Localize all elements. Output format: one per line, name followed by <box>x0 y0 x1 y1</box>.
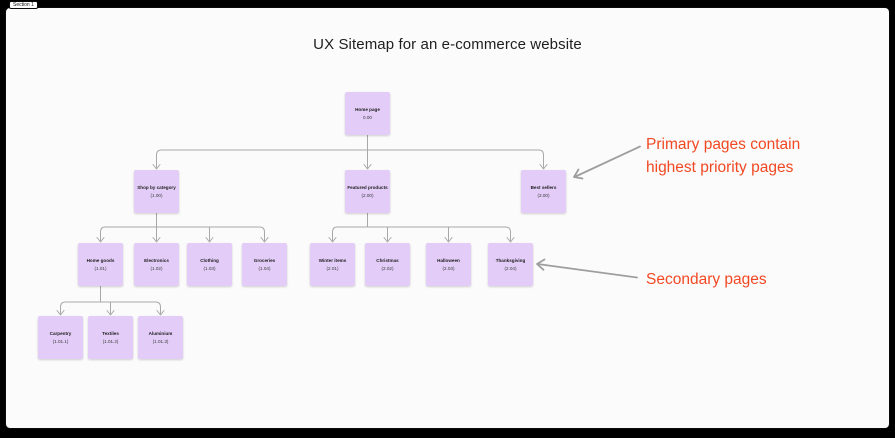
node-clothing[interactable]: Clothing (1.03) <box>187 243 232 286</box>
node-code: (2.04) <box>504 265 517 271</box>
node-code: (2.00) <box>361 192 374 198</box>
node-label: Groceries <box>253 257 276 263</box>
annotation-secondary-pages[interactable]: Secondary pages <box>646 271 767 288</box>
node-shop-by-category[interactable]: Shop by category (1.00) <box>134 170 179 213</box>
node-label: Best sellers <box>530 184 557 190</box>
node-label: Home goods <box>86 257 115 263</box>
node-label: Thanksgiving <box>495 257 526 263</box>
node-aluminium[interactable]: Aluminium (1.01.3) <box>138 316 183 359</box>
node-label: Aluminium <box>148 330 173 336</box>
node-label: Carpentry <box>49 330 72 336</box>
node-halloween[interactable]: Halloween (2.03) <box>426 243 471 286</box>
node-groceries[interactable]: Groceries (1.04) <box>242 243 287 286</box>
node-code: (2.02) <box>381 265 394 271</box>
node-featured-products[interactable]: Featured products (2.00) <box>345 170 390 213</box>
node-christmas[interactable]: Christmas (2.02) <box>365 243 410 286</box>
node-label: Home page <box>355 106 380 112</box>
annotation-primary-pages[interactable]: Primary pages contain highest priority p… <box>646 136 801 176</box>
node-home-page[interactable]: Home page 0.00 <box>345 92 390 135</box>
page-title[interactable]: UX Sitemap for an e-commerce website <box>313 36 582 53</box>
node-code: (2.01) <box>326 265 339 271</box>
node-code: (1.01.1) <box>52 338 69 344</box>
node-code: 0.00 <box>363 114 372 120</box>
node-code: (1.01.2) <box>102 338 119 344</box>
node-label: Winter items <box>318 257 347 263</box>
node-label: Featured products <box>347 184 388 190</box>
node-thanksgiving[interactable]: Thanksgiving (2.04) <box>488 243 533 286</box>
node-home-goods[interactable]: Home goods (1.01) <box>78 243 123 286</box>
node-label: Textiles <box>102 330 119 336</box>
node-code: (1.01) <box>94 265 107 271</box>
node-code: (1.00) <box>150 192 163 198</box>
section-frame <box>5 7 890 429</box>
node-code: (1.03) <box>203 265 216 271</box>
node-code: (1.04) <box>258 265 271 271</box>
node-winter-items[interactable]: Winter items (2.01) <box>310 243 355 286</box>
section-tab[interactable]: Section 1 <box>9 1 38 9</box>
node-carpentry[interactable]: Carpentry (1.01.1) <box>38 316 83 359</box>
node-code: (2.03) <box>442 265 455 271</box>
node-label: Halloween <box>437 257 460 263</box>
node-label: Electronics <box>144 257 169 263</box>
node-code: (1.01.3) <box>152 338 169 344</box>
node-electronics[interactable]: Electronics (1.02) <box>134 243 179 286</box>
node-label: Clothing <box>200 257 219 263</box>
node-textiles[interactable]: Textiles (1.01.2) <box>88 316 133 359</box>
node-code: (3.00) <box>537 192 550 198</box>
node-label: Christmas <box>376 257 399 263</box>
node-label: Shop by category <box>137 184 176 190</box>
node-best-sellers[interactable]: Best sellers (3.00) <box>521 170 566 213</box>
node-code: (1.02) <box>150 265 163 271</box>
